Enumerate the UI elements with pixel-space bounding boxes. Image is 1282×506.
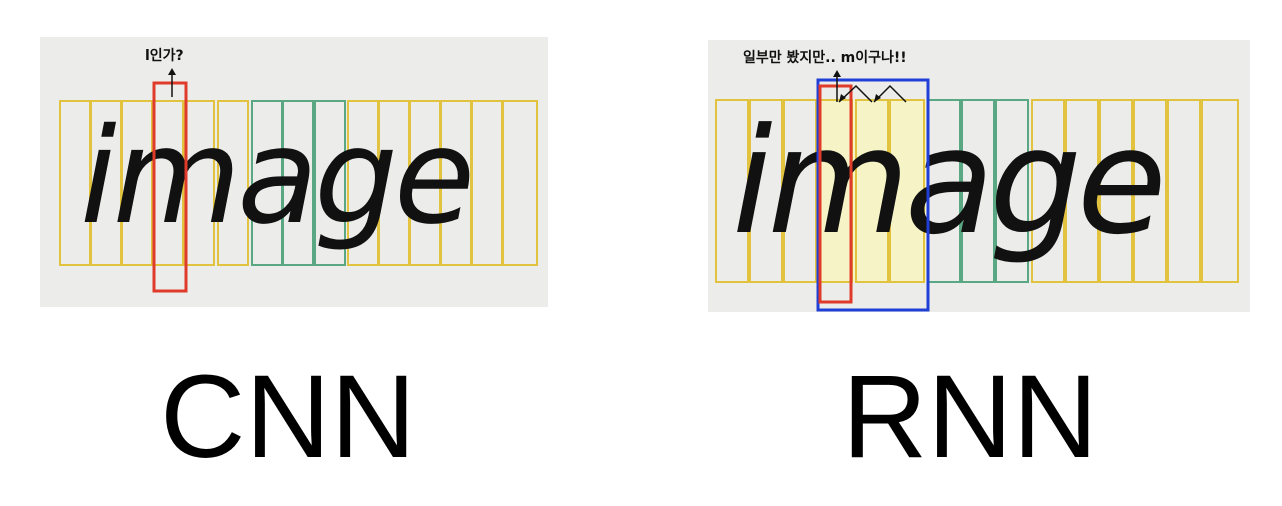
paper-background xyxy=(708,40,1250,312)
arrow-head-icon xyxy=(833,70,841,77)
strip xyxy=(1133,99,1167,283)
strip xyxy=(749,99,783,283)
rnn-arrow-link xyxy=(838,84,873,103)
cnn-illustration: image l인가? xyxy=(40,37,548,307)
strip xyxy=(1099,99,1133,283)
strip xyxy=(314,100,346,266)
cnn-caption: CNN xyxy=(160,351,416,483)
strip xyxy=(1201,99,1239,283)
arrow-head-icon xyxy=(839,94,846,102)
strip xyxy=(1031,99,1065,283)
strip xyxy=(217,100,249,266)
rnn-window-box xyxy=(816,78,930,312)
strip xyxy=(282,100,314,266)
rnn-yellow-strips xyxy=(715,99,1239,283)
cnn-focus-box xyxy=(152,81,188,293)
rnn-diagram: image 일부만 봤지만.. m이구나!! xyxy=(708,40,1250,312)
paper-background xyxy=(40,37,548,307)
arrow-head-icon xyxy=(874,94,881,102)
cnn-diagram: image l인가? xyxy=(40,37,548,307)
rnn-caption: RNN xyxy=(842,351,1098,483)
strip xyxy=(1065,99,1099,283)
cnn-word: image xyxy=(80,100,471,254)
rnn-annotation: 일부만 봤지만.. m이구나!! xyxy=(743,49,907,66)
strip xyxy=(715,99,749,283)
arrow-head-icon xyxy=(168,68,176,75)
rnn-word: image xyxy=(732,97,1162,267)
rnn-highlight-region xyxy=(820,100,926,282)
strip xyxy=(783,99,817,283)
strip xyxy=(889,99,925,283)
strip xyxy=(961,99,995,283)
strip xyxy=(1167,99,1201,283)
rnn-illustration: image 일부만 봤지만.. m이구나!! xyxy=(708,40,1250,312)
strip xyxy=(995,99,1029,283)
cnn-yellow-strips xyxy=(59,100,538,266)
strip xyxy=(855,99,889,283)
rnn-focus-box xyxy=(818,84,853,304)
strip xyxy=(183,100,215,266)
cnn-annotation: l인가? xyxy=(145,47,184,64)
strip xyxy=(502,100,538,266)
cnn-green-strips xyxy=(251,100,346,266)
